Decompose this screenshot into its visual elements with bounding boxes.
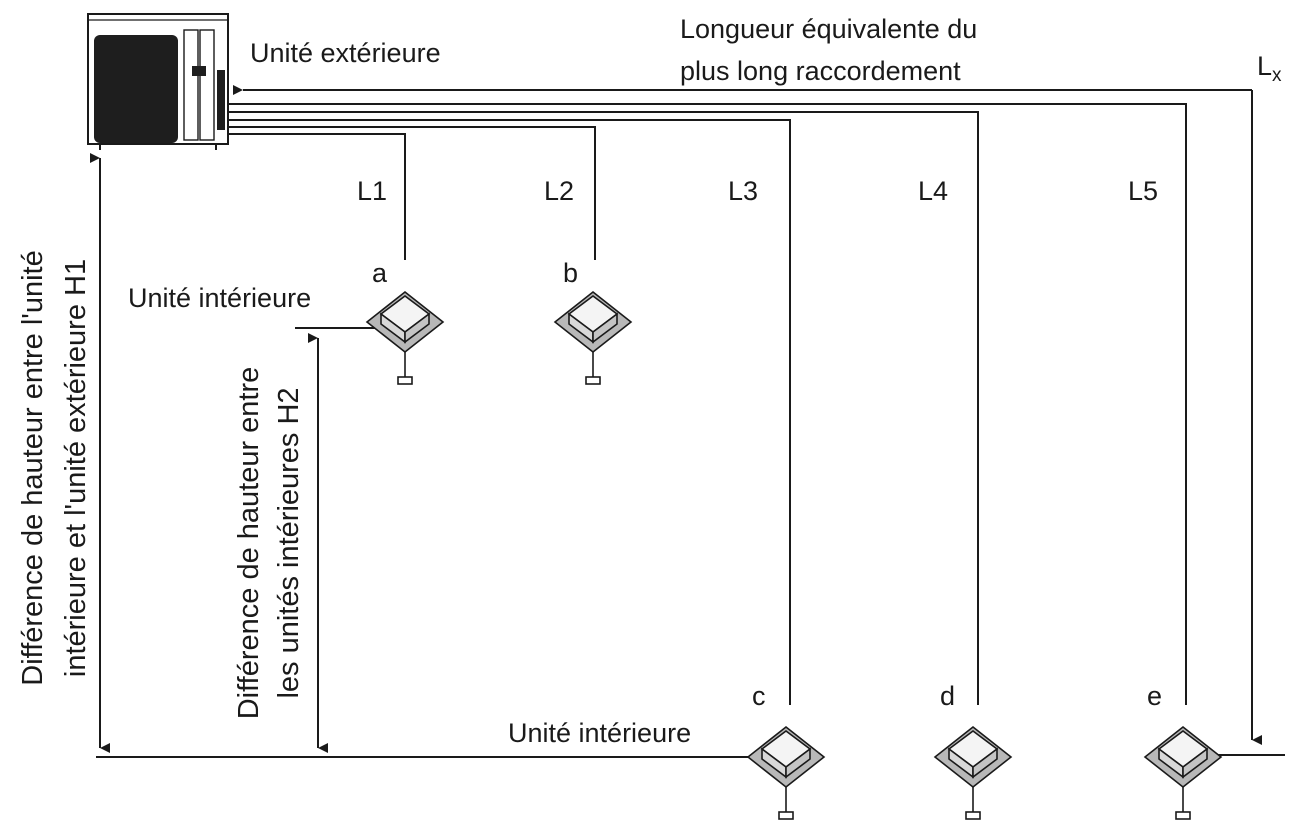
pipe-label-l4: L4 bbox=[918, 176, 948, 206]
outdoor-unit-label: Unité extérieure bbox=[250, 38, 441, 68]
pipe-l2 bbox=[228, 126, 596, 260]
pipe-label-l1: L1 bbox=[357, 176, 387, 206]
lx-label: Lx bbox=[1257, 51, 1282, 86]
lx-label-subscript: x bbox=[1272, 65, 1282, 86]
indoor-unit-label-upper: Unité intérieure bbox=[128, 283, 311, 313]
pipe-l4 bbox=[228, 111, 979, 705]
pipe-l1 bbox=[228, 133, 406, 260]
h2-label-line1: Différence de hauteur entre bbox=[233, 367, 265, 720]
indoor-unit-letter-a: a bbox=[372, 258, 388, 288]
indoor-unit-letter-c: c bbox=[752, 681, 766, 711]
lx-label-main: L bbox=[1257, 51, 1272, 81]
outdoor-unit-icon bbox=[87, 13, 229, 150]
indoor-unit-e-icon bbox=[1144, 726, 1222, 820]
indoor-unit-label-lower: Unité intérieure bbox=[508, 718, 691, 748]
longest-connection-label-line2: plus long raccordement bbox=[680, 56, 961, 86]
longest-connection-arrow bbox=[233, 85, 1262, 745]
pipe-label-l2: L2 bbox=[544, 176, 574, 206]
h2-label-line2: les unités intérieures H2 bbox=[273, 387, 305, 698]
indoor-unit-b-icon bbox=[554, 291, 632, 385]
indoor-unit-a-icon bbox=[366, 291, 444, 385]
h1-label-line1: Différence de hauteur entre l'unité bbox=[17, 250, 49, 685]
pipe-label-l3: L3 bbox=[728, 176, 758, 206]
pipe-l3 bbox=[228, 119, 791, 705]
indoor-unit-letter-e: e bbox=[1147, 681, 1162, 711]
indoor-unit-letter-d: d bbox=[940, 681, 955, 711]
h1-label-line2: intérieure et l'unité extérieure H1 bbox=[60, 259, 92, 677]
indoor-unit-d-icon bbox=[934, 726, 1012, 820]
indoor-unit-letter-b: b bbox=[563, 258, 578, 288]
longest-connection-label-line1: Longueur équivalente du bbox=[680, 14, 977, 44]
pipe-l5 bbox=[228, 103, 1187, 705]
pipe-label-l5: L5 bbox=[1128, 176, 1158, 206]
indoor-unit-c-icon bbox=[747, 726, 825, 820]
